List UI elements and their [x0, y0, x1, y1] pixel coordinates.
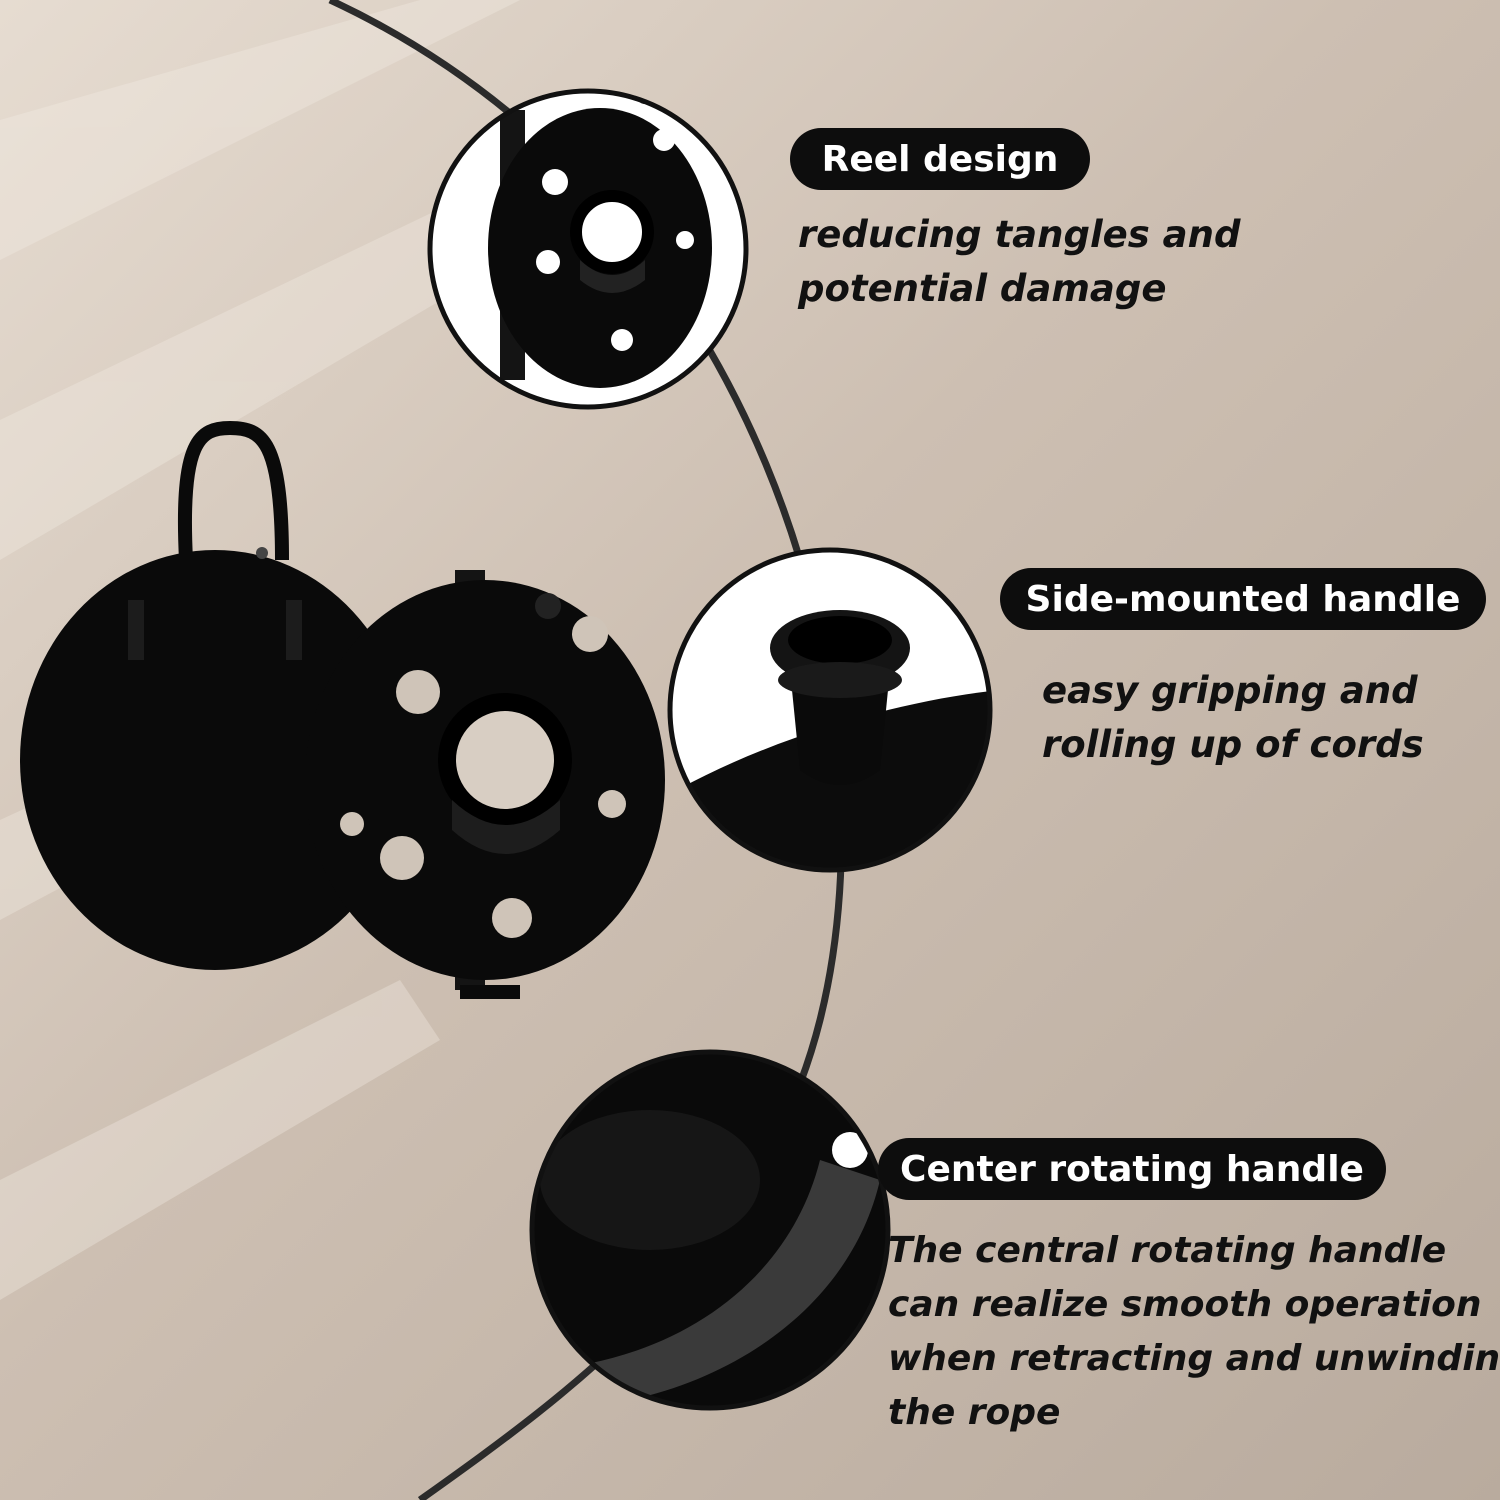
side-handle-inset — [667, 547, 993, 873]
center-handle-label: Center rotating handle — [878, 1138, 1386, 1200]
description-line: The central rotating handle — [888, 1230, 1447, 1271]
description-line: potential damage — [798, 267, 1167, 310]
side-handle-description: easy gripping and rolling up of cords — [1042, 664, 1424, 772]
description-line: the rope — [888, 1392, 1061, 1433]
side-handle-label: Side-mounted handle — [1000, 568, 1486, 630]
description-line: when retracting and unwinding — [888, 1338, 1500, 1379]
description-line: easy gripping and — [1042, 669, 1418, 712]
description-line: can realize smooth operation — [888, 1284, 1482, 1325]
center-handle-description: The central rotating handle can realize … — [888, 1224, 1500, 1440]
cord-reel-image — [305, 570, 665, 999]
reel-design-label: Reel design — [790, 128, 1090, 190]
reel-design-description: reducing tangles and potential damage — [798, 208, 1240, 316]
reel-design-inset — [427, 88, 749, 410]
storage-bag-image — [20, 420, 410, 970]
description-line: rolling up of cords — [1042, 723, 1424, 766]
center-handle-inset — [529, 1049, 891, 1411]
description-line: reducing tangles and — [798, 213, 1241, 256]
